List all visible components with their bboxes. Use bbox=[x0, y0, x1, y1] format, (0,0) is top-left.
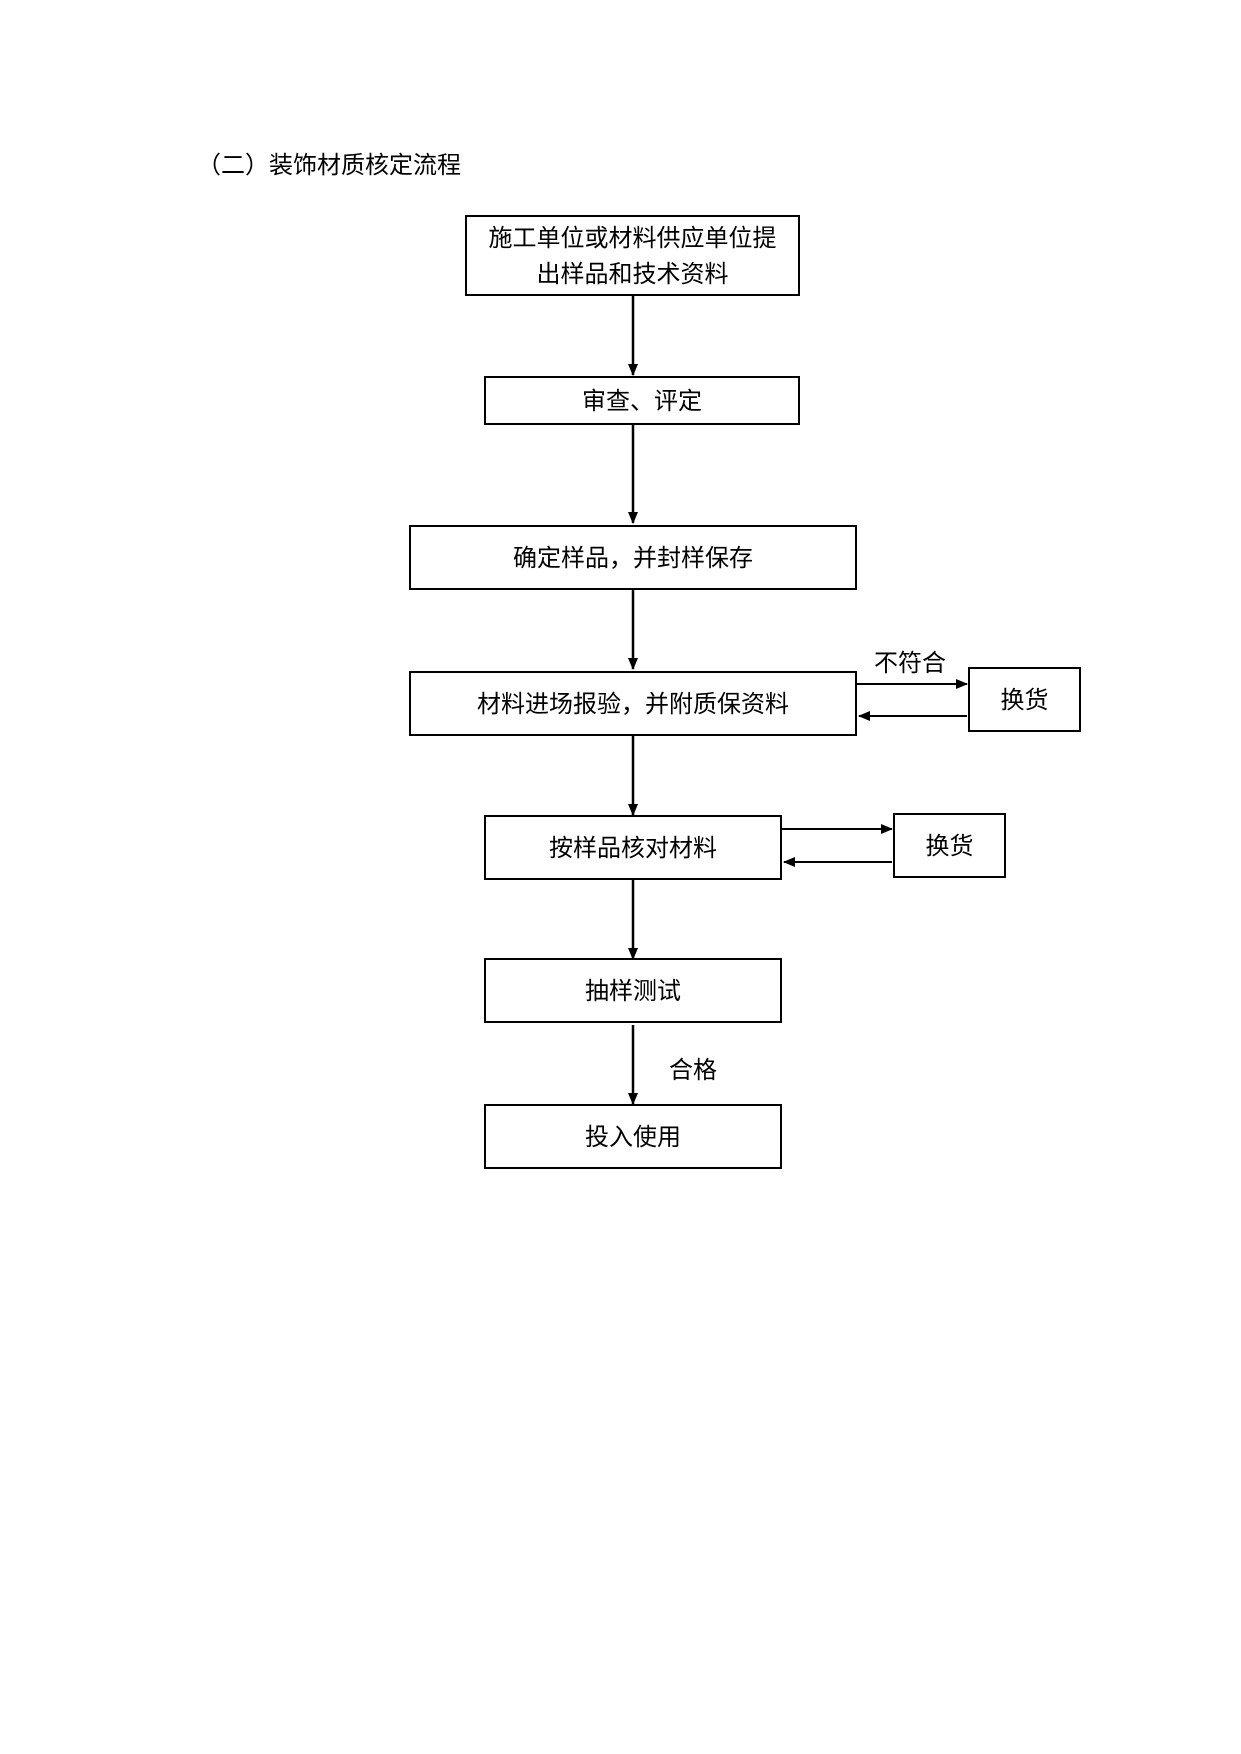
node-exchange-1-label: 换货 bbox=[1000, 685, 1049, 714]
page-title: （二）装饰材质核定流程 bbox=[197, 151, 461, 179]
node-check-label: 按样品核对材料 bbox=[549, 833, 717, 862]
node-review: 审查、评定 bbox=[484, 376, 800, 425]
edge-label-qualified: 合格 bbox=[669, 1056, 717, 1084]
node-check: 按样品核对材料 bbox=[484, 815, 782, 880]
node-exchange-2-label: 换货 bbox=[925, 831, 974, 860]
node-inspect: 材料进场报验，并附质保资料 bbox=[409, 671, 857, 736]
node-exchange-2: 换货 bbox=[893, 813, 1006, 878]
node-inspect-label: 材料进场报验，并附质保资料 bbox=[477, 689, 789, 718]
node-exchange-1: 换货 bbox=[968, 667, 1081, 732]
node-confirm: 确定样品，并封样保存 bbox=[409, 525, 857, 590]
node-test: 抽样测试 bbox=[484, 958, 782, 1023]
node-confirm-label: 确定样品，并封样保存 bbox=[513, 543, 753, 572]
node-use-label: 投入使用 bbox=[585, 1122, 681, 1151]
node-review-label: 审查、评定 bbox=[582, 386, 702, 415]
node-test-label: 抽样测试 bbox=[585, 976, 681, 1005]
node-use: 投入使用 bbox=[484, 1104, 782, 1169]
node-submit-label: 施工单位或材料供应单位提出样品和技术资料 bbox=[488, 223, 777, 288]
node-submit: 施工单位或材料供应单位提出样品和技术资料 bbox=[465, 215, 800, 296]
edge-label-nonconforming: 不符合 bbox=[874, 649, 946, 677]
